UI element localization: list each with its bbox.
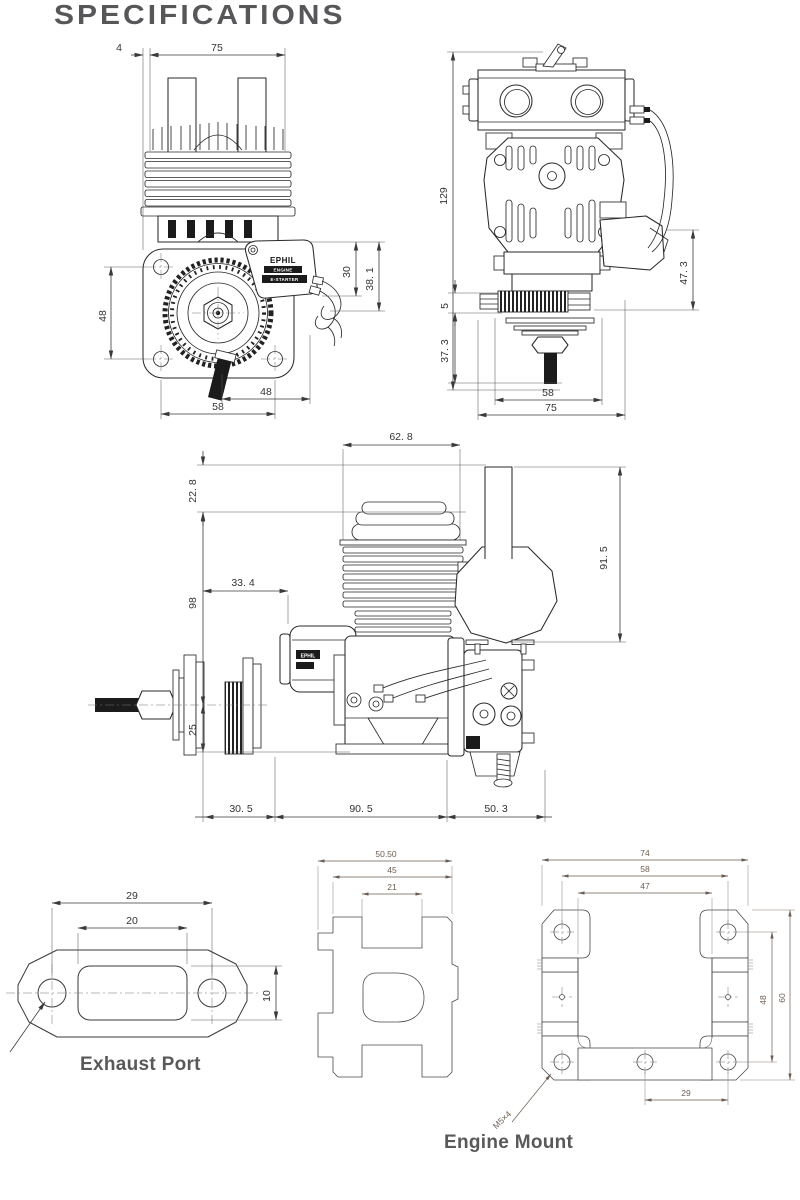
side-starter-brand-text: EPHIL [301, 654, 316, 660]
top-shaft-nut [531, 336, 569, 354]
front-view-body [140, 77, 296, 243]
dim-mount-47: 47 [640, 881, 650, 891]
bracket-body [317, 916, 459, 1078]
mount-dimensions: 74 58 47 48 60 29 M5×4 [491, 848, 795, 1131]
bracket-drawing: 50.50 45 21 [317, 849, 459, 1078]
front-head-dome [193, 134, 243, 151]
dim-side-62-8: 62. 8 [389, 431, 413, 443]
mount-thread-leader [511, 1073, 552, 1123]
front-crankcase-top [157, 215, 279, 243]
dim-front-right-38-1: 38. 1 [364, 267, 376, 291]
dim-top-129: 129 [438, 187, 450, 205]
side-fuel-lines [373, 659, 493, 703]
engine-mount-drawing: 74 58 47 48 60 29 M5×4 [491, 848, 795, 1131]
dim-front-right-30: 30 [341, 266, 353, 278]
dim-front-plate-offset: 4 [116, 42, 122, 54]
dim-top-5: 5 [439, 303, 451, 309]
exhaust-port-label: Exhaust Port [80, 1054, 201, 1075]
top-gear-and-shaft [479, 290, 595, 384]
page-title: SPECIFICATIONS [54, 0, 346, 31]
front-prop-stud [208, 349, 237, 401]
dim-side-33-4: 33. 4 [231, 577, 255, 589]
front-head-fins [152, 122, 284, 150]
top-carb-assembly [599, 201, 669, 271]
top-dimensions: 129 5 37. 3 47. 3 58 75 [438, 51, 699, 420]
dim-top-58: 58 [542, 387, 554, 399]
exhaust-leader-line [9, 1001, 46, 1053]
exhaust-dimensions: 29 20 10 [51, 890, 282, 1021]
dim-side-50-3: 50. 3 [484, 803, 508, 815]
dim-front-bottom-48: 48 [260, 386, 272, 398]
top-muffler-clamp [522, 43, 588, 72]
dim-side-30-5: 30. 5 [229, 803, 253, 815]
top-muffler [462, 43, 635, 150]
mount-knurl-ticks [537, 959, 753, 1034]
dim-side-22-8: 22. 8 [187, 479, 199, 503]
bracket-keyhole-cutout [362, 972, 425, 1023]
starter-line2-text: ENGINE [273, 268, 292, 273]
dim-front-left-48: 48 [97, 310, 109, 322]
side-muffler [454, 466, 558, 644]
top-fuel-lines [629, 105, 674, 253]
dim-mount-74: 74 [640, 848, 650, 858]
side-view-drawing: EPHIL [88, 431, 626, 822]
starter-line3-text: E-STARTER [270, 277, 299, 282]
dim-side-91-5: 91. 5 [598, 546, 610, 570]
top-view-drawing: 129 5 37. 3 47. 3 58 75 [438, 43, 699, 420]
dim-bracket-50-50: 50.50 [375, 849, 397, 859]
dim-front-body-width: 75 [211, 42, 223, 54]
front-dimensions: 4 75 48 30 38. 1 48 58 [97, 42, 385, 419]
dim-front-bottom-58: 58 [212, 401, 224, 413]
engine-mount-label: Engine Mount [444, 1132, 574, 1153]
front-ignition-wires [308, 275, 343, 347]
exhaust-flange [6, 949, 259, 1053]
dim-top-47-3: 47. 3 [678, 261, 690, 285]
mount-thread-callout: M5×4 [491, 1109, 514, 1131]
top-shaft-stud [544, 353, 557, 384]
front-starter-box: EPHIL ENGINE E-STARTER [244, 239, 318, 299]
side-dimensions: 62. 8 22. 8 98 25 33. 4 91. 5 30. 5 90. … [88, 431, 626, 822]
dim-side-98: 98 [187, 597, 199, 609]
top-cylinder-head [483, 137, 625, 253]
dim-exhaust-10: 10 [261, 990, 273, 1002]
front-cylinder-fins [140, 151, 296, 217]
dim-top-75: 75 [545, 402, 557, 414]
dim-bracket-45: 45 [387, 865, 397, 875]
mount-holes [550, 920, 740, 1074]
dim-mount-48: 48 [758, 995, 768, 1005]
starter-brand-text: EPHIL [270, 256, 296, 265]
bracket-dimensions: 50.50 45 21 [317, 849, 453, 944]
dim-exhaust-20: 20 [126, 915, 138, 927]
dim-mount-29: 29 [681, 1088, 691, 1098]
mount-body [537, 909, 753, 1081]
side-carburetor [447, 637, 535, 788]
side-cylinder [339, 501, 467, 633]
exhaust-port-drawing: 29 20 10 [6, 890, 282, 1053]
top-head-slots [505, 145, 596, 243]
front-view-drawing: EPHIL ENGINE E-STARTER [97, 42, 385, 419]
dim-mount-58: 58 [640, 864, 650, 874]
top-crank-housing [493, 251, 611, 292]
dim-bracket-21: 21 [387, 882, 397, 892]
side-crankcase [335, 635, 461, 755]
dim-top-37-3: 37. 3 [439, 339, 451, 363]
dim-mount-60: 60 [777, 993, 787, 1003]
dim-exhaust-29: 29 [126, 890, 138, 902]
dim-side-90-5: 90. 5 [349, 803, 373, 815]
dim-side-25: 25 [187, 724, 199, 736]
